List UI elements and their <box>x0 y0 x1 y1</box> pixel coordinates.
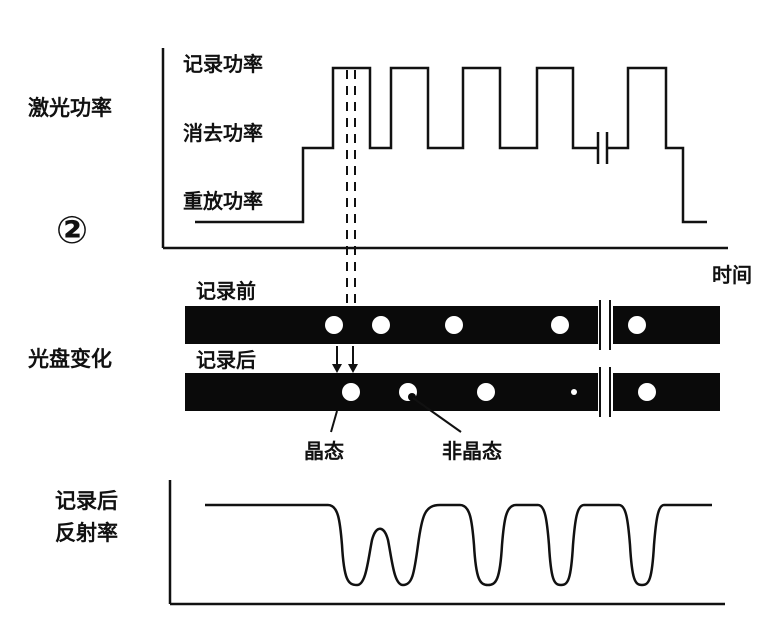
level-erase-label: 消去功率 <box>183 121 263 145</box>
disc-change-label: 光盘变化 <box>27 347 112 371</box>
reflectivity-section: 记录后 反射率 <box>55 480 725 606</box>
after-record-label: 记录后 <box>196 348 256 372</box>
disc-strip-after <box>185 373 598 411</box>
reflectivity-label-line2: 反射率 <box>55 521 118 545</box>
arrow-right-head <box>348 364 358 373</box>
disc-strip-after-end <box>613 373 720 411</box>
power-waveform-continued <box>608 66 707 224</box>
pit-after-5 <box>638 383 656 401</box>
pit-before-4 <box>551 316 569 334</box>
time-xlabel: 时间 <box>712 263 752 287</box>
arrow-left-head <box>332 364 342 373</box>
reflectivity-label-line1: 记录后 <box>55 489 118 513</box>
pit-before-1 <box>325 316 343 334</box>
pit-after-1 <box>342 383 360 401</box>
level-record-label: 记录功率 <box>183 52 263 76</box>
disc-change-section: 光盘变化 记录前 记录后 晶态 非晶态 <box>27 279 720 463</box>
amorphous-leader <box>412 397 462 433</box>
before-record-label: 记录前 <box>196 279 256 303</box>
pit-before-3 <box>445 316 463 334</box>
crystal-label: 晶态 <box>304 439 344 463</box>
reflectivity-curve <box>205 503 712 587</box>
power-waveform <box>195 66 597 224</box>
disc-strip-before <box>185 306 598 344</box>
level-play-label: 重放功率 <box>183 189 263 213</box>
crystal-leader <box>330 410 338 433</box>
laser-power-section: 激光功率 记录功率 消去功率 重放功率 ② 时间 <box>28 48 752 308</box>
amorphous-label: 非晶态 <box>442 439 502 463</box>
pit-before-2 <box>372 316 390 334</box>
power-ylabel: 激光功率 <box>28 96 112 120</box>
pit-after-3 <box>477 383 495 401</box>
pit-before-5 <box>628 316 646 334</box>
section-marker: ② <box>56 208 88 252</box>
pit-after-4 <box>571 389 577 395</box>
